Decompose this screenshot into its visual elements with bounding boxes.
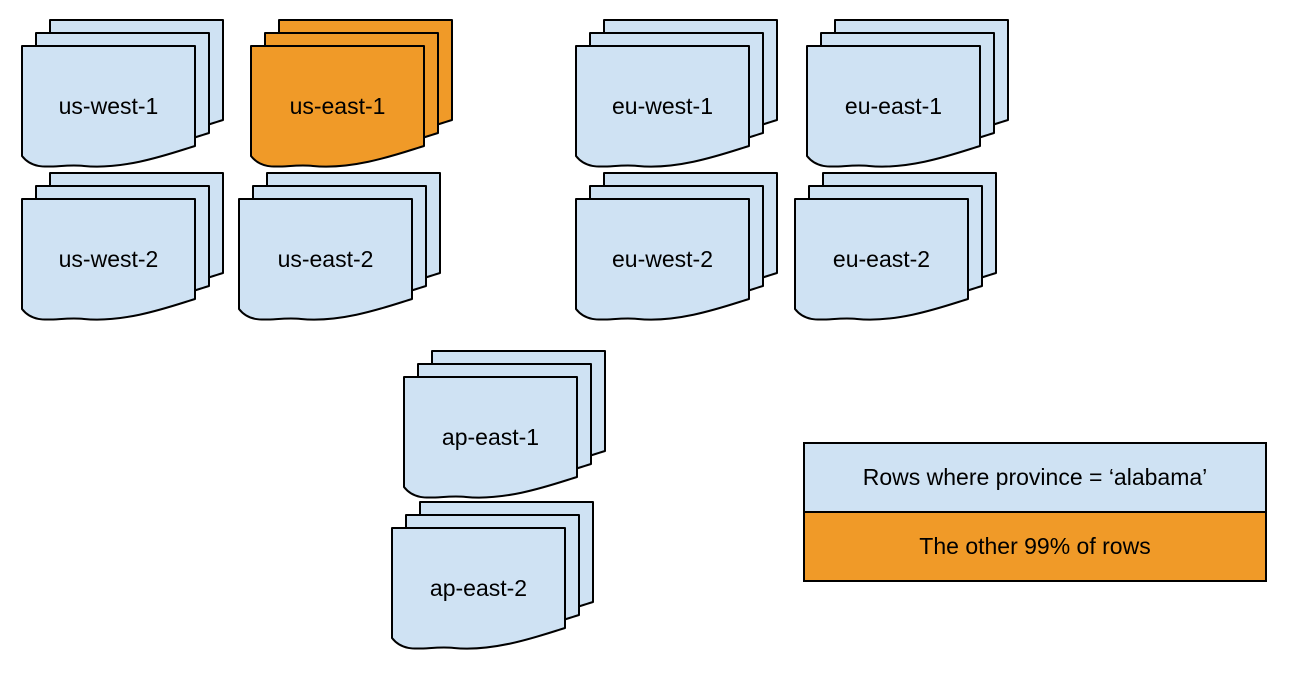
region-label: us-east-2 <box>277 246 374 272</box>
document-stack-icon <box>806 19 1009 168</box>
region-label: eu-east-2 <box>832 246 931 272</box>
region-label: us-west-1 <box>58 93 159 119</box>
document-stack-icon <box>238 172 441 321</box>
legend: Rows where province = ‘alabama’ The othe… <box>803 442 1267 582</box>
region-label: ap-east-1 <box>441 424 540 450</box>
region-stack-us-west-2: us-west-2 <box>20 171 224 325</box>
legend-item-label: Rows where province = ‘alabama’ <box>862 464 1208 490</box>
legend-item-alabama-rows: Rows where province = ‘alabama’ <box>805 444 1265 513</box>
region-stack-ap-east-2: ap-east-2 <box>390 500 594 654</box>
region-stack-eu-east-2: eu-east-2 <box>793 171 997 325</box>
document-stack-icon <box>391 501 594 650</box>
region-stack-us-east-2: us-east-2 <box>237 171 441 325</box>
region-label: eu-west-2 <box>612 246 713 272</box>
region-label: ap-east-2 <box>429 575 528 601</box>
document-stack-icon <box>250 19 453 168</box>
legend-item-label: The other 99% of rows <box>919 533 1151 559</box>
region-stack-us-east-1: us-east-1 <box>249 18 453 172</box>
region-label: eu-east-1 <box>844 93 943 119</box>
region-label: us-east-1 <box>289 93 386 119</box>
document-stack-icon <box>21 172 224 321</box>
document-stack-icon <box>21 19 224 168</box>
document-stack-icon <box>575 172 778 321</box>
document-stack-icon <box>403 350 606 499</box>
region-label: us-west-2 <box>58 246 159 272</box>
region-stack-eu-east-1: eu-east-1 <box>805 18 1009 172</box>
document-stack-icon <box>794 172 997 321</box>
region-label: eu-west-1 <box>612 93 713 119</box>
region-stack-eu-west-1: eu-west-1 <box>574 18 778 172</box>
document-stack-icon <box>575 19 778 168</box>
region-stack-ap-east-1: ap-east-1 <box>402 349 606 503</box>
region-stack-eu-west-2: eu-west-2 <box>574 171 778 325</box>
region-stack-us-west-1: us-west-1 <box>20 18 224 172</box>
legend-item-other-rows: The other 99% of rows <box>805 513 1265 580</box>
